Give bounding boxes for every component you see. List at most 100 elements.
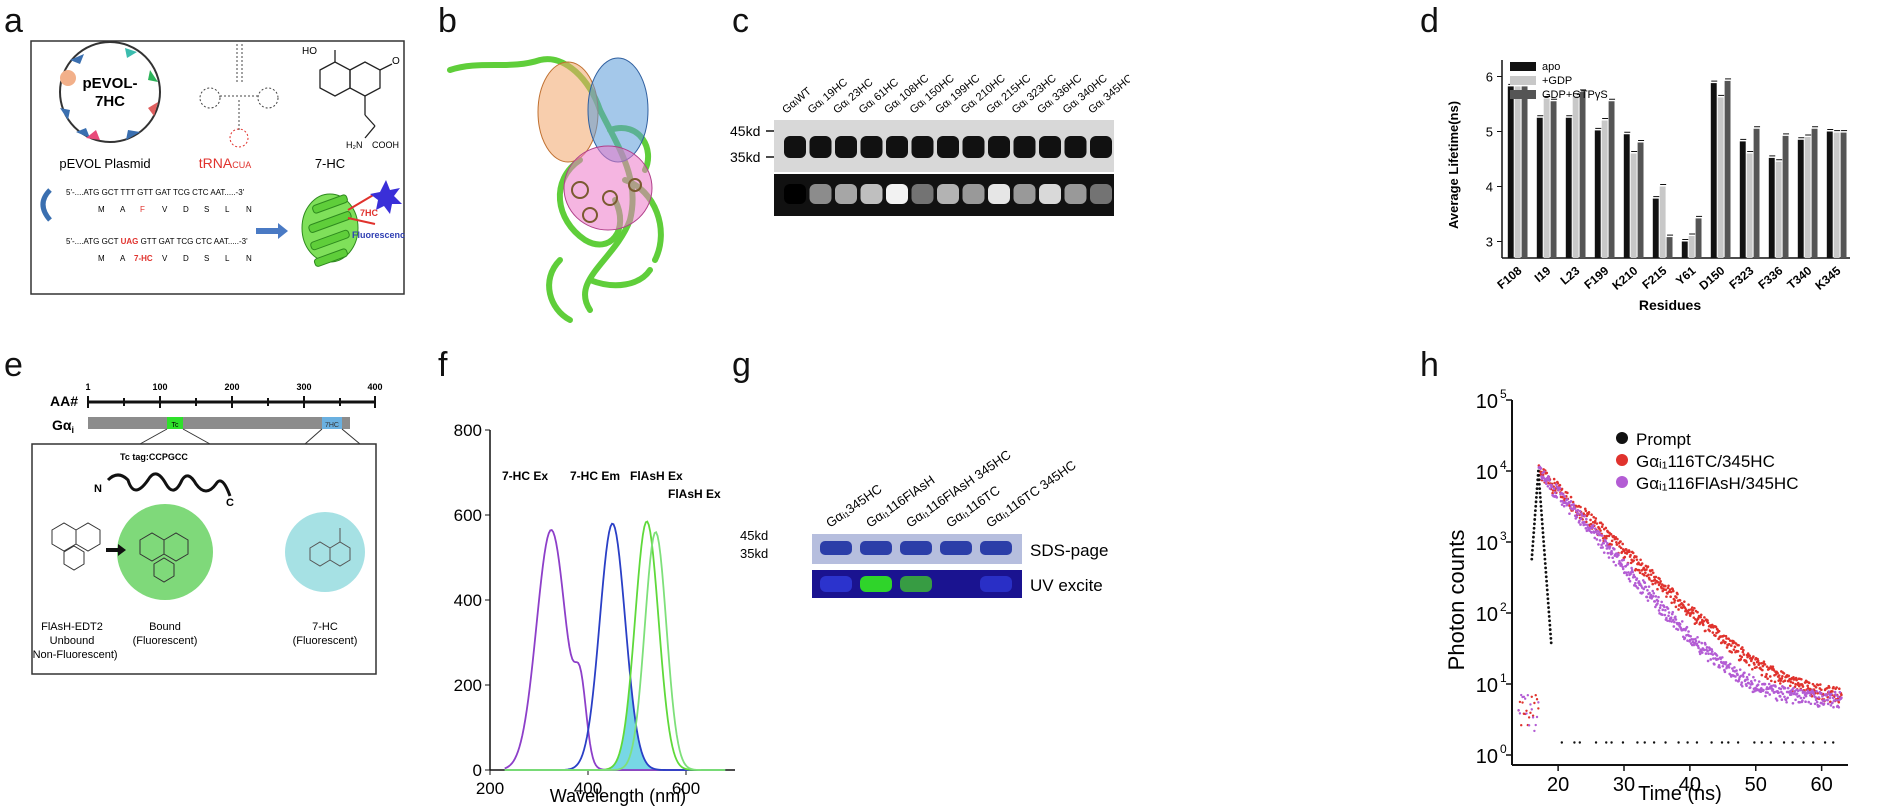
- h-data-point: [1601, 546, 1604, 549]
- caption-7hc: 7-HC (Fluorescent): [293, 621, 358, 647]
- d-ytick-label: 4: [1486, 180, 1493, 195]
- h-data-point: [1571, 507, 1574, 511]
- h-data-point: [1647, 585, 1651, 588]
- plasmid-diagram: [59, 41, 161, 143]
- h-data-point: [1833, 699, 1836, 702]
- h-data-point: [1583, 507, 1587, 511]
- h-data-point: [1611, 556, 1614, 560]
- h-data-point: [1576, 508, 1580, 512]
- h-data-point: [1610, 552, 1614, 555]
- h-prompt-point: [1548, 623, 1552, 627]
- f-xtick-label: 200: [476, 779, 504, 798]
- h-data-point: [1562, 504, 1566, 508]
- d-bar: [1579, 91, 1586, 259]
- h-data-point: [1778, 695, 1782, 698]
- h-prompt-point: [1545, 579, 1548, 583]
- h-data-point: [1660, 613, 1664, 617]
- h-prompt-point: [1543, 553, 1547, 557]
- fluorescence-star-icon: [370, 180, 402, 214]
- h-data-point: [1695, 642, 1699, 645]
- h-data-point: [1569, 499, 1573, 503]
- h-data-point: [1763, 663, 1767, 666]
- h-xlabel: Time (ns): [1638, 783, 1722, 805]
- row-label-uv: UV excite: [1030, 576, 1103, 595]
- h-data-point: [1589, 518, 1592, 522]
- h-prompt-point: [1533, 522, 1536, 526]
- h-data-point: [1764, 675, 1768, 678]
- h-data-point: [1806, 689, 1809, 692]
- h-prompt-point: [1545, 584, 1549, 587]
- h-data-point: [1612, 560, 1616, 564]
- h-ytick-exp: 0: [1500, 742, 1507, 756]
- h-prompt-point: [1548, 628, 1552, 631]
- d-bar: [1681, 241, 1688, 258]
- h-data-point: [1683, 600, 1686, 603]
- h-data-point: [1814, 698, 1818, 702]
- d-xtick-label: I19: [1532, 263, 1554, 285]
- h-prompt-point: [1541, 526, 1545, 530]
- h-prompt-point: [1538, 496, 1542, 499]
- h-data-point: [1671, 589, 1675, 593]
- c-fluor-band: [1064, 184, 1087, 204]
- h-data-point: [1644, 585, 1648, 589]
- h-data-point: [1811, 682, 1815, 686]
- h-data-point: [1616, 537, 1619, 541]
- d-bar: [1717, 97, 1724, 259]
- h-data-point: [1738, 668, 1742, 671]
- h-ytick-exp: 5: [1500, 387, 1507, 401]
- h-data-point: [1697, 640, 1701, 644]
- h-prompt-baseline: [1736, 741, 1740, 744]
- h-data-point: [1717, 663, 1721, 667]
- h-data-point: [1604, 540, 1608, 543]
- h-data-point: [1651, 589, 1655, 593]
- h-data-point: [1773, 690, 1776, 694]
- h-data-point: [1837, 700, 1841, 704]
- d-bar: [1623, 134, 1630, 258]
- h-data-point: [1780, 677, 1784, 680]
- molecule-cooh: COOH: [372, 140, 399, 150]
- h-prompt-baseline: [1832, 741, 1835, 744]
- h-data-point: [1730, 650, 1734, 654]
- h-data-point: [1663, 605, 1666, 609]
- h-data-point: [1827, 686, 1831, 689]
- h-data-point: [1809, 687, 1812, 691]
- h-data-point: [1727, 642, 1731, 646]
- h-data-point: [1610, 539, 1614, 543]
- caption-unbound: FlAsH-EDT2 Unbound : Non-Fluorescent): [30, 621, 118, 661]
- h-data-point: [1819, 683, 1822, 686]
- h-data-point: [1563, 495, 1567, 498]
- h-data-point: [1590, 513, 1593, 516]
- h-data-point: [1600, 525, 1604, 529]
- d-ytick-label: 6: [1486, 70, 1493, 85]
- panel-label-c: c: [732, 2, 749, 40]
- h-prompt-point: [1546, 601, 1550, 605]
- h-data-point: [1692, 611, 1695, 615]
- d-xtick-label: L23: [1558, 263, 1583, 287]
- h-prompt-baseline: [1560, 741, 1564, 744]
- h-data-point: [1777, 679, 1780, 682]
- h-data-point: [1817, 704, 1821, 708]
- panel-a: pEVOL- 7HC pEVOL Plasmid tRNACUA HO O H₂…: [30, 40, 405, 295]
- h-data-point: [1778, 682, 1782, 685]
- d-xtick-label: D150: [1696, 263, 1727, 292]
- h-data-point: [1787, 674, 1791, 678]
- protein-label: Gαi: [52, 417, 74, 435]
- marker-45kd: 45kd: [730, 123, 760, 139]
- h-data-point: [1690, 606, 1694, 609]
- h-data-point: [1641, 591, 1645, 594]
- h-prompt-baseline: [1677, 741, 1680, 744]
- h-data-point: [1734, 679, 1738, 682]
- d-bar: [1710, 83, 1717, 258]
- h-data-point: [1564, 501, 1568, 505]
- h-data-point: [1583, 514, 1587, 518]
- h-data-point: [1625, 548, 1628, 551]
- h-data-point: [1621, 542, 1624, 546]
- h-data-point: [1696, 635, 1699, 639]
- g-uv-band: [900, 576, 932, 592]
- svg-text:C: C: [226, 497, 234, 509]
- svg-text:FlAsH-EDT2: FlAsH-EDT2: [41, 621, 103, 633]
